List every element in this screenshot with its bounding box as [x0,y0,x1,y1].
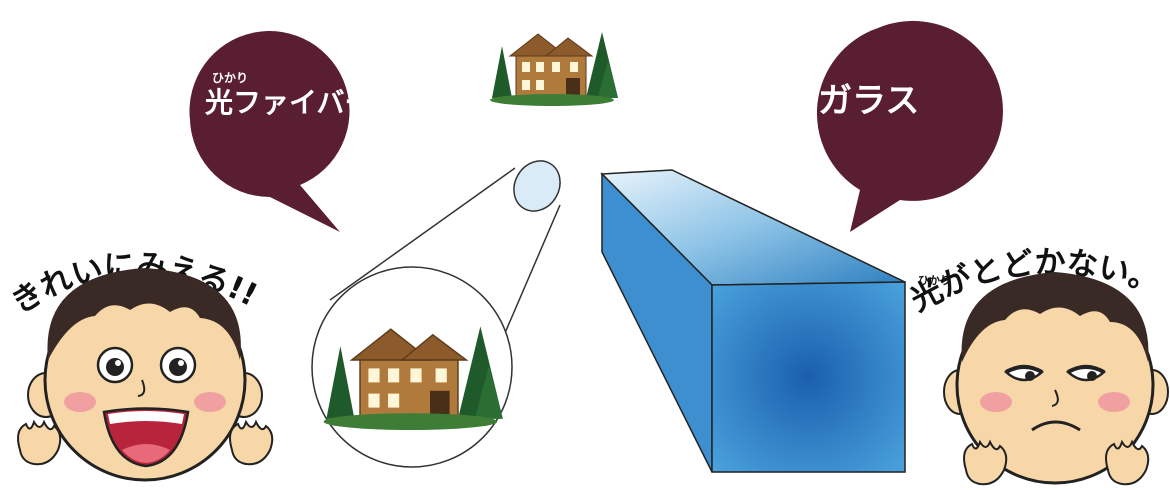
house-icon [490,32,618,106]
sad-cheek-right [1098,392,1130,412]
sad-left-hand [964,442,1006,484]
happy-cheek-right [194,392,226,412]
left-speech-bubble: ひかり 光ファイバー [189,31,372,232]
glass-front-face [712,282,905,472]
happy-cheek-left [64,392,96,412]
optical-fiber-illustration [312,152,569,467]
right-speech-bubble: ガラス [817,21,1003,232]
sad-right-hand [1106,442,1148,484]
happy-right-hand [230,422,272,464]
left-bubble-label: 光ファイバー [204,86,372,119]
left-bubble-shape [189,31,349,232]
happy-left-hand [18,422,60,464]
sad-cheek-left [980,392,1012,412]
sad-boy-face [944,272,1168,484]
right-bubble-label: ガラス [818,81,919,121]
left-bubble-ruby: ひかり [212,71,248,85]
right-bubble-shape [817,21,1003,232]
